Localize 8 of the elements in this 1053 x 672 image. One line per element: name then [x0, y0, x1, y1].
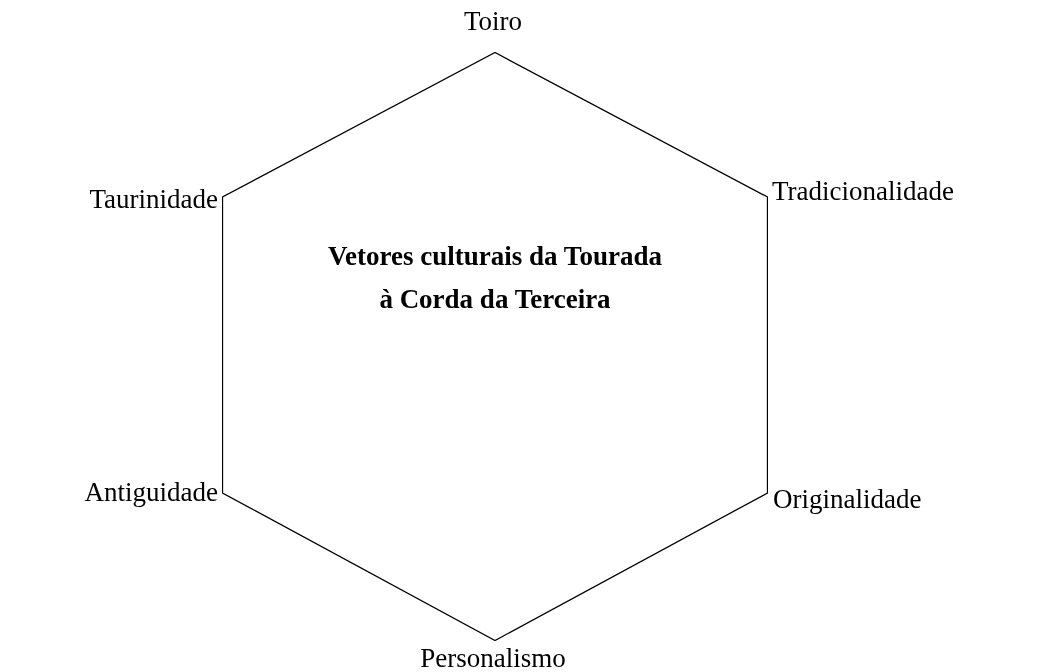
center-title: Vetores culturais da Tourada à Corda da Terceira	[327, 240, 663, 316]
vertex-label: Tradicionalidade	[772, 178, 954, 205]
hexagon	[222, 52, 768, 641]
vertex-label: Taurinidade	[89, 186, 218, 213]
vertex-label: Antiguidade	[84, 479, 218, 506]
vertex-label: Personalismo	[420, 645, 566, 672]
vertex-label: Originalidade	[773, 486, 922, 513]
vertex-label: Toiro	[463, 8, 523, 35]
